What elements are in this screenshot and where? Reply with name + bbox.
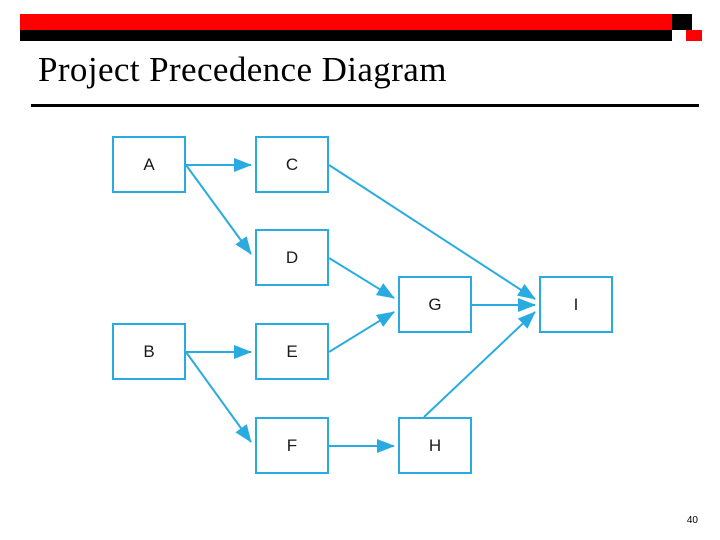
node-box-b[interactable]: B <box>112 323 186 380</box>
node-box-e[interactable]: E <box>255 323 329 380</box>
page-title: Project Precedence Diagram <box>38 50 447 89</box>
node-label: E <box>286 341 298 361</box>
node-box-f[interactable]: F <box>255 417 329 474</box>
node-box-c[interactable]: C <box>255 136 329 193</box>
node-box-i[interactable]: I <box>539 276 613 333</box>
node-box-d[interactable]: D <box>255 229 329 286</box>
banner-red-square <box>686 30 702 41</box>
banner-black-square <box>672 14 692 30</box>
precedence-diagram: A B C D E F G H I <box>0 112 720 492</box>
node-label: C <box>285 154 299 174</box>
node-label: D <box>285 247 299 267</box>
node-label: B <box>143 341 155 361</box>
node-box-g[interactable]: G <box>398 276 472 333</box>
node-label: A <box>143 154 155 174</box>
node-label: G <box>428 294 442 314</box>
edge-d-to-g <box>328 257 395 299</box>
node-label: H <box>428 435 442 455</box>
banner-red-bar <box>20 14 672 30</box>
diagram-edges-layer <box>185 158 536 453</box>
node-label: I <box>573 294 579 314</box>
page-number: 40 <box>686 515 698 526</box>
title-divider <box>31 104 699 107</box>
node-box-h[interactable]: H <box>398 417 472 474</box>
edge-e-to-g <box>328 311 395 353</box>
node-label: F <box>286 435 298 455</box>
banner-black-bar <box>20 30 672 41</box>
edge-c-to-i <box>328 164 536 300</box>
edge-b-to-f <box>185 351 252 443</box>
node-box-a[interactable]: A <box>112 136 186 193</box>
edge-h-to-i <box>423 311 536 418</box>
edge-a-to-d <box>185 164 252 255</box>
